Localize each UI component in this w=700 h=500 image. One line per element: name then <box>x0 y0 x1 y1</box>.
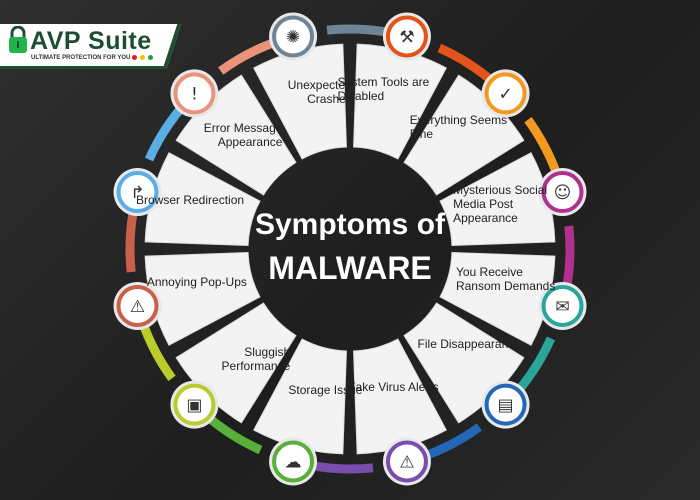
arrow-arc <box>202 411 263 455</box>
symptom-label: Sluggish Performance <box>221 344 291 373</box>
arrow-arc <box>326 24 393 38</box>
logo-tagline: ULTIMATE PROTECTION FOR YOU <box>31 55 131 61</box>
slow-monitor-icon: ▣ <box>186 396 202 416</box>
logo-title: AVP Suite <box>30 27 152 55</box>
symptom-card <box>144 252 261 346</box>
icon-badge-ring <box>385 15 428 58</box>
icon-badge-ring <box>541 284 584 327</box>
symptom-label: File Disappearance <box>417 336 521 351</box>
symptom-card <box>353 43 447 160</box>
symptom-label: Browser Redirection <box>136 193 245 208</box>
tools-warning-icon: ⚒ <box>399 27 414 47</box>
symptom-label: Fake Virus Alerts <box>348 380 439 395</box>
icon-badge-ring <box>272 15 315 58</box>
icon-badge-ring <box>484 72 527 115</box>
symptom-label: Mysterious Social Media Post Appearance <box>453 182 548 225</box>
symptom-card <box>253 43 347 160</box>
symptom-card <box>439 252 556 346</box>
symptom-label: Error Message Appearance <box>203 121 283 150</box>
symptom-label: Annoying Pop-Ups <box>146 275 247 290</box>
symptom-card <box>253 338 347 455</box>
symptom-label: Unexpected Crashes <box>287 77 352 106</box>
symptom-label: Everything Seems Fine <box>409 113 508 142</box>
arrow-arc <box>307 460 374 474</box>
symptom-card <box>144 152 261 246</box>
symptom-label: Storage Issue <box>288 382 363 397</box>
icon-badge-ring <box>116 171 159 214</box>
file-delete-icon: ▤ <box>498 396 514 416</box>
arrow-arc <box>561 225 575 292</box>
title-line-1: Symptoms of <box>254 208 446 241</box>
popup-warning-icon: ⚠ <box>130 297 145 317</box>
symptom-card <box>439 152 556 246</box>
crash-bug-icon: ✺ <box>286 27 300 47</box>
icon-badge-ring <box>385 440 428 483</box>
profile-alert-icon: ☺ <box>554 183 572 203</box>
icon-badge-ring <box>272 440 315 483</box>
cloud-alert-icon: ☁ <box>285 453 302 473</box>
logo-dots <box>132 55 153 60</box>
symptom-label: You Receive Ransom Demands <box>455 264 556 293</box>
shield-check-icon: ✓ <box>498 84 512 104</box>
icon-badge-ring <box>484 383 527 426</box>
title-line-2: MALWARE <box>268 250 432 286</box>
symptom-card <box>353 338 447 455</box>
browser-redirect-icon: ↱ <box>130 183 144 203</box>
ransom-mail-icon: ✉ <box>555 297 569 317</box>
icon-badge-ring <box>116 284 159 327</box>
arrow-arc <box>437 43 498 87</box>
lock-icon <box>9 26 27 53</box>
symptom-label: System Tools are Disabled <box>337 75 430 104</box>
error-message-icon: ! <box>191 84 198 104</box>
icon-badge-ring <box>173 72 216 115</box>
arrow-arc <box>125 206 139 273</box>
monitor-alert-icon: ⚠ <box>399 453 414 473</box>
icon-badge-ring <box>541 171 584 214</box>
icon-badge-ring <box>173 383 216 426</box>
